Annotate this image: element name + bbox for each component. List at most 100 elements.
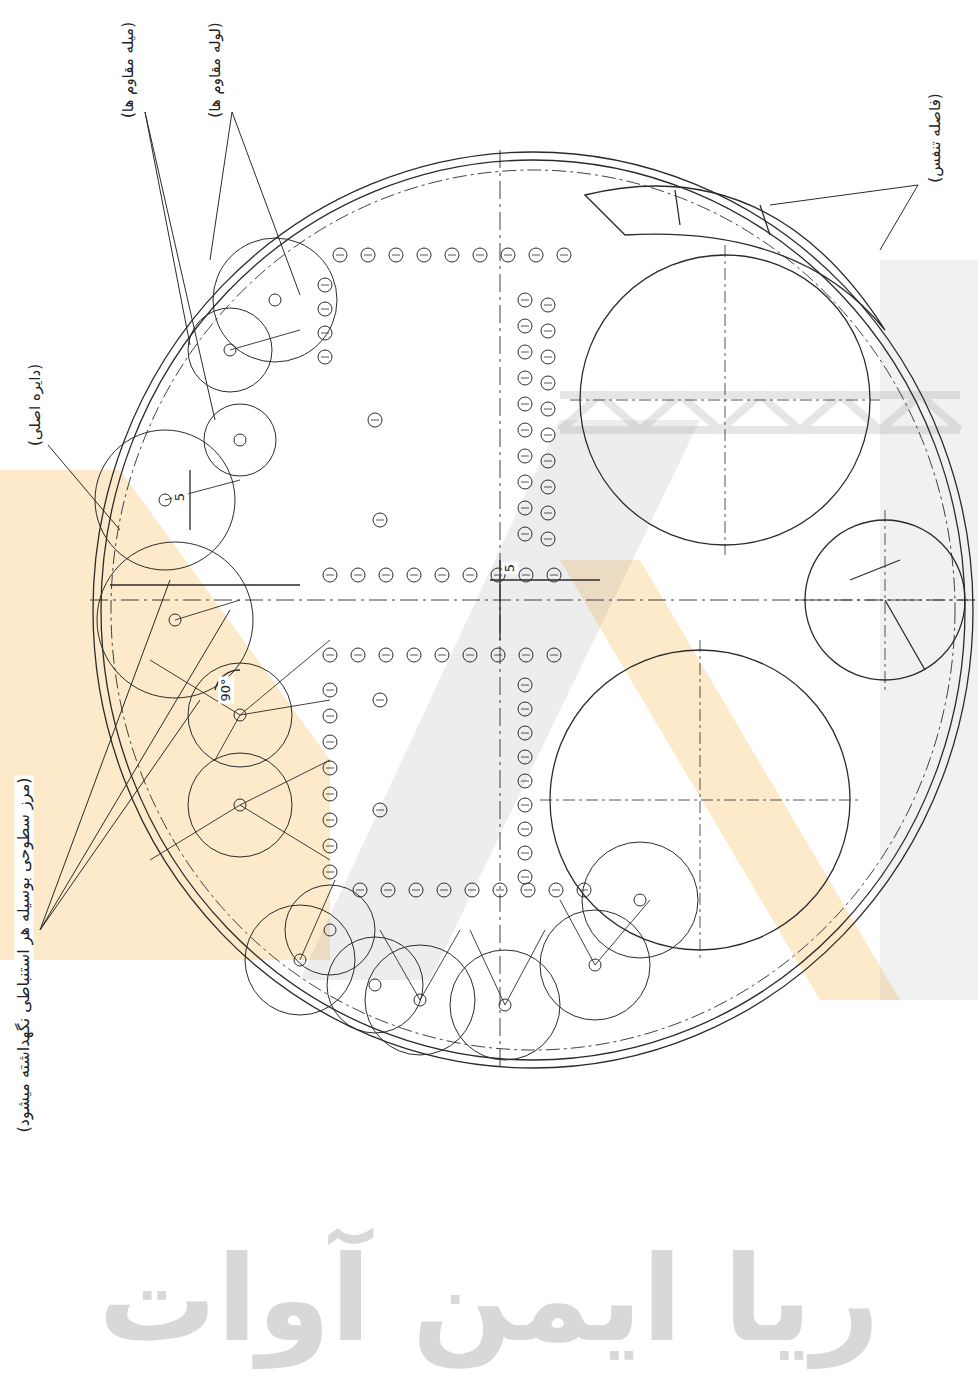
tube-centre-line bbox=[570, 245, 880, 555]
resistor-dot-cross bbox=[376, 700, 384, 701]
resistor-dot bbox=[318, 302, 332, 316]
dimension-line bbox=[110, 470, 900, 640]
tube-centre-line bbox=[795, 510, 975, 690]
resistor-rod-circle bbox=[213, 238, 337, 362]
resistor-dot bbox=[521, 883, 535, 897]
resistor-dot bbox=[518, 750, 532, 764]
resistor-dot bbox=[541, 324, 555, 338]
resistor-dot-cross bbox=[521, 326, 529, 327]
resistor-dot bbox=[518, 822, 532, 836]
resistor-dot-cross bbox=[326, 575, 334, 576]
resistor-dot-cross bbox=[440, 890, 448, 891]
gap-label: (فاصله تنفس) bbox=[926, 91, 944, 184]
resistor-dot bbox=[518, 870, 532, 884]
leader-lines bbox=[40, 112, 918, 930]
resistor-dot bbox=[323, 787, 337, 801]
resistor-dot-cross bbox=[504, 255, 512, 256]
resistor-dot bbox=[518, 319, 532, 333]
resistor-dot-cross bbox=[410, 655, 418, 656]
resistor-dot-cross bbox=[521, 805, 529, 806]
rod-label: (میله مقاوم ها) bbox=[119, 20, 137, 120]
resistor-dot-cross bbox=[382, 575, 390, 576]
resistor-dot-cross bbox=[544, 539, 552, 540]
tube-label: (لوله مقاوم ها) bbox=[206, 20, 224, 119]
resistor-dot-cross bbox=[438, 655, 446, 656]
resistor-dot-cross bbox=[560, 255, 568, 256]
resistor-dot-cross bbox=[544, 357, 552, 358]
resistor-dot-cross bbox=[521, 685, 529, 686]
resistor-dot-cross bbox=[412, 890, 420, 891]
resistor-dot bbox=[379, 648, 393, 662]
resistor-dot bbox=[407, 568, 421, 582]
resistor-dot bbox=[463, 568, 477, 582]
resistor-dot bbox=[577, 883, 591, 897]
resistor-dot-cross bbox=[384, 890, 392, 891]
resistor-dot-cross bbox=[522, 655, 530, 656]
resistor-dot-cross bbox=[466, 655, 474, 656]
resistor-dot-cross bbox=[364, 255, 372, 256]
main-circle bbox=[93, 152, 973, 1068]
resistor-dot bbox=[323, 865, 337, 879]
resistor-dot-cross bbox=[356, 890, 364, 891]
breathing-gap bbox=[585, 186, 885, 330]
resistor-dot-cross bbox=[544, 409, 552, 410]
resistor-dot-cross bbox=[521, 508, 529, 509]
resistor-rod-circle bbox=[327, 937, 423, 1033]
resistor-dot bbox=[318, 278, 332, 292]
resistor-dot-cross bbox=[326, 742, 334, 743]
resistor-dot-cross bbox=[580, 890, 588, 891]
resistor-dot bbox=[518, 449, 532, 463]
resistor-dot-cross bbox=[521, 709, 529, 710]
resistor-dot bbox=[435, 568, 449, 582]
resistor-dot bbox=[518, 475, 532, 489]
resistor-dot bbox=[518, 345, 532, 359]
boundary-note: (مرز سطوحی بوسیله هر استنباطی نگهداشته م… bbox=[14, 776, 33, 1135]
resistor-dot bbox=[518, 678, 532, 692]
resistor-dot-cross bbox=[326, 846, 334, 847]
resistor-dot bbox=[373, 693, 387, 707]
dimension-value: 5 bbox=[172, 491, 188, 503]
resistor-dot-cross bbox=[550, 575, 558, 576]
resistor-dot-cross bbox=[468, 890, 476, 891]
resistor-dot-cross bbox=[544, 461, 552, 462]
resistor-dot bbox=[518, 726, 532, 740]
resistor-dot bbox=[541, 532, 555, 546]
resistor-dot bbox=[318, 326, 332, 340]
rod-centre bbox=[269, 294, 281, 306]
resistor-dot bbox=[541, 480, 555, 494]
resistor-dot bbox=[323, 709, 337, 723]
section-lines bbox=[40, 112, 975, 1070]
resistor-dot bbox=[518, 397, 532, 411]
resistor-rod-circle bbox=[582, 842, 698, 958]
resistor-dot bbox=[529, 248, 543, 262]
resistor-dot-cross bbox=[524, 890, 532, 891]
resistor-dot-cross bbox=[336, 255, 344, 256]
tube-centre-line bbox=[540, 640, 860, 960]
resistor-dot bbox=[353, 883, 367, 897]
resistor-dot bbox=[381, 883, 395, 897]
resistor-dot-cross bbox=[326, 655, 334, 656]
resistor-dot-cross bbox=[420, 255, 428, 256]
resistor-dot-cross bbox=[544, 305, 552, 306]
resistor-dot bbox=[417, 248, 431, 262]
resistor-dot bbox=[409, 883, 423, 897]
resistor-dot-cross bbox=[494, 655, 502, 656]
resistor-dot bbox=[351, 568, 365, 582]
resistor-dot-cross bbox=[544, 435, 552, 436]
resistor-dot-cross bbox=[382, 655, 390, 656]
resistor-dot bbox=[549, 883, 563, 897]
resistor-dot-cross bbox=[544, 383, 552, 384]
resistor-dot bbox=[437, 883, 451, 897]
resistor-dot bbox=[501, 248, 515, 262]
resistor-dot-cross bbox=[544, 513, 552, 514]
resistor-rod-circle bbox=[285, 885, 375, 975]
resistor-dot bbox=[463, 648, 477, 662]
resistor-dot bbox=[541, 506, 555, 520]
resistor-dot bbox=[541, 298, 555, 312]
resistor-dot bbox=[557, 248, 571, 262]
resistor-dot bbox=[541, 454, 555, 468]
radius-line bbox=[885, 600, 925, 670]
resistor-dot bbox=[518, 702, 532, 716]
